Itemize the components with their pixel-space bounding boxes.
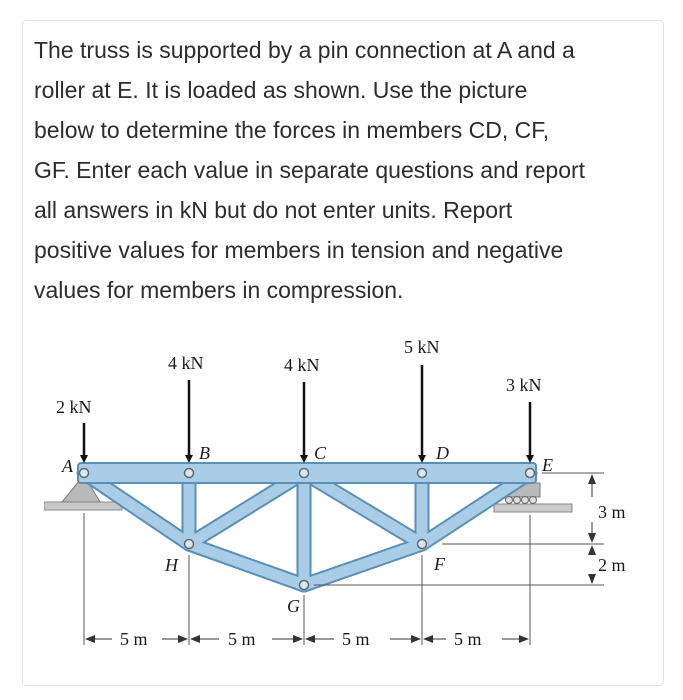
truss-figure: 2 kN 4 kN 4 kN 5 kN 3 kN A B C D E F G H… xyxy=(44,337,626,649)
span-dim-de: 5 m xyxy=(454,629,482,649)
span-dim-cd: 5 m xyxy=(342,629,370,649)
joint-b xyxy=(183,467,195,479)
load-label-d: 5 kN xyxy=(404,337,440,357)
question-line: values for members in compression. xyxy=(34,277,404,303)
node-label-b: B xyxy=(199,443,210,463)
span-dim-ab: 5 m xyxy=(120,629,148,649)
load-label-b: 4 kN xyxy=(168,353,204,373)
question-line: GF. Enter each value in separate questio… xyxy=(34,157,586,183)
question-line: roller at E. It is loaded as shown. Use … xyxy=(34,77,528,103)
span-dim-bc: 5 m xyxy=(228,629,256,649)
joint-c xyxy=(298,467,310,479)
node-label-c: C xyxy=(314,443,327,463)
joint-f xyxy=(416,538,428,550)
load-label-a: 2 kN xyxy=(56,397,92,417)
node-label-d: D xyxy=(435,443,449,463)
node-label-h: H xyxy=(164,555,179,575)
question-text: The truss is supported by a pin connecti… xyxy=(34,30,652,310)
truss-joints xyxy=(78,467,536,591)
question-line: all answers in kN but do not enter units… xyxy=(34,197,513,223)
question-line: positive values for members in tension a… xyxy=(34,237,564,263)
question-line: below to determine the forces in members… xyxy=(34,117,550,143)
load-label-c: 4 kN xyxy=(284,355,320,375)
node-label-e: E xyxy=(541,455,553,475)
node-label-g: G xyxy=(287,596,300,616)
joint-d xyxy=(416,467,428,479)
load-label-e: 3 kN xyxy=(506,375,542,395)
node-label-f: F xyxy=(433,554,446,574)
joint-a xyxy=(78,467,90,479)
joint-e xyxy=(524,467,536,479)
node-label-a: A xyxy=(61,456,74,476)
height-dim-lower: 2 m xyxy=(598,555,626,575)
load-arrows xyxy=(80,365,534,463)
joint-h xyxy=(183,538,195,550)
height-dim-upper: 3 m xyxy=(598,502,626,522)
question-line: The truss is supported by a pin connecti… xyxy=(34,37,575,63)
joint-g xyxy=(298,579,310,591)
